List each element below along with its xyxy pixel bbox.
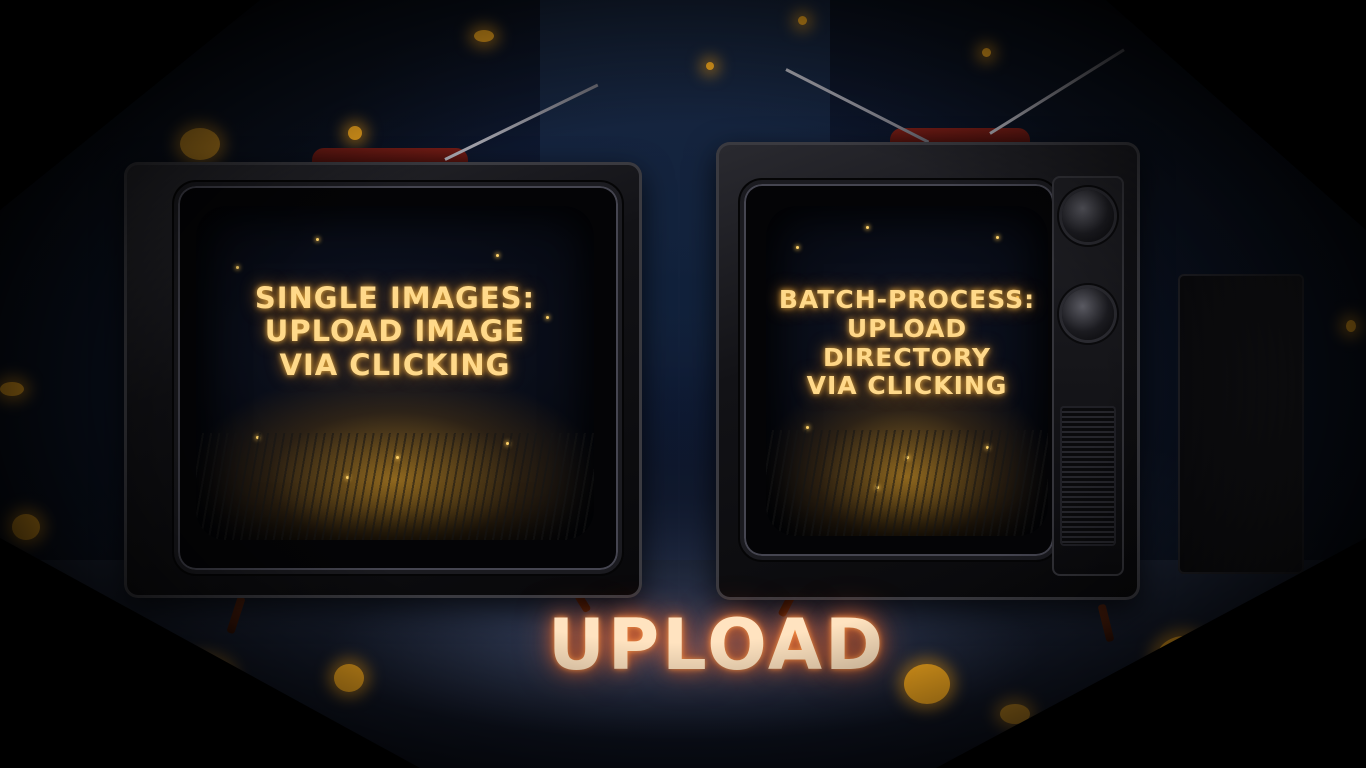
firefly-orb [904, 664, 950, 704]
sparkle [796, 246, 799, 249]
firefly-orb [0, 382, 24, 396]
sparkle [346, 476, 349, 479]
firefly-orb [180, 128, 220, 160]
sparkle [236, 266, 239, 269]
upload-button[interactable]: UPLOAD [548, 590, 883, 700]
sparkle [996, 236, 999, 239]
sparkle [986, 446, 989, 449]
sparkle [256, 436, 259, 439]
firefly-orb [982, 48, 991, 57]
sparkle [806, 426, 809, 429]
firefly-orb [334, 664, 364, 692]
firefly-orb [706, 62, 714, 70]
sparkle [316, 238, 319, 241]
speaker-grille-icon [1060, 406, 1116, 546]
firefly-orb [798, 16, 807, 25]
right-tv-control-panel [1052, 176, 1124, 576]
sparkle [506, 442, 509, 445]
left-tv-caption-line-1: SINGLE IMAGES: [254, 281, 536, 315]
left-tv-screen[interactable]: SINGLE IMAGES: UPLOAD IMAGE VIA CLICKING [196, 206, 594, 540]
firefly-orb [1346, 320, 1356, 332]
sparkle [866, 226, 869, 229]
right-tv-screen[interactable]: BATCH-PROCESS: UPLOAD DIRECTORY VIA CLIC… [766, 206, 1048, 536]
left-tv-caption-line-2: UPLOAD IMAGE [264, 314, 526, 349]
sparkle [906, 456, 909, 459]
right-tv-caption-line-2: UPLOAD DIRECTORY [822, 313, 992, 372]
volume-knob-icon [1062, 288, 1114, 340]
left-tv[interactable]: SINGLE IMAGES: UPLOAD IMAGE VIA CLICKING [124, 162, 642, 598]
sparkle [396, 456, 399, 459]
left-tv-caption-line-3: VIA CLICKING [279, 347, 511, 382]
firefly-orb [348, 126, 362, 140]
sparkle [876, 486, 879, 489]
left-tv-caption: SINGLE IMAGES: UPLOAD IMAGE VIA CLICKING [196, 281, 594, 382]
right-tv-caption-line-1: BATCH-PROCESS: [778, 285, 1036, 314]
firefly-orb [474, 30, 494, 42]
right-tv[interactable]: BATCH-PROCESS: UPLOAD DIRECTORY VIA CLIC… [716, 142, 1140, 600]
channel-knob-icon [1062, 190, 1114, 242]
right-tv-side-box [1178, 274, 1304, 574]
right-tv-caption-line-3: VIA CLICKING [806, 371, 1008, 401]
sparkle [496, 254, 499, 257]
firefly-orb [12, 514, 40, 540]
right-tv-caption: BATCH-PROCESS: UPLOAD DIRECTORY VIA CLIC… [766, 285, 1048, 401]
